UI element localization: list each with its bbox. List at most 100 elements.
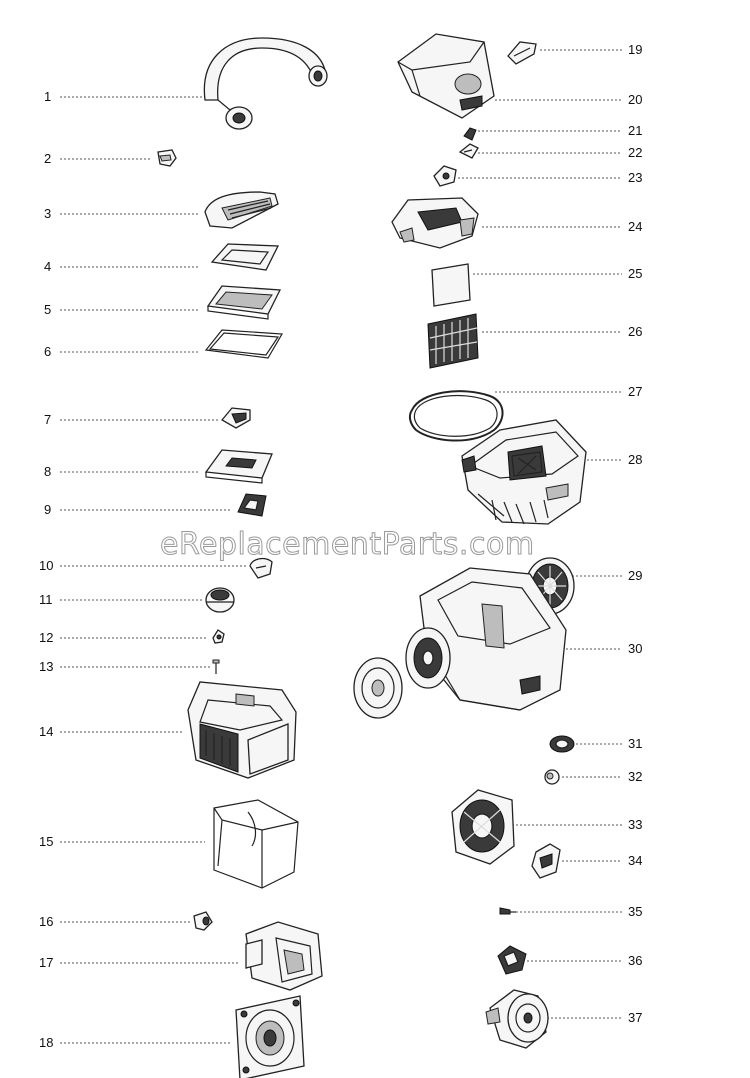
part-35-screw [499,907,516,915]
callout-4[interactable]: 4 [44,259,200,274]
callout-number: 15 [39,834,53,849]
part-37-motor [485,989,549,1049]
watermark-text: eReplacementParts.com [160,527,535,562]
callout-number: 27 [628,384,642,399]
callout-2[interactable]: 2 [44,151,152,166]
callout-7[interactable]: 7 [44,412,218,427]
callout-number: 9 [44,502,51,517]
callout-number: 10 [39,558,53,573]
part-34-bracket [531,843,561,879]
part-33-cord-reel [451,789,515,865]
callout-number: 11 [39,592,53,607]
callout-28[interactable]: 28 [575,452,642,467]
callout-30[interactable]: 30 [562,641,642,656]
callout-number: 13 [39,659,53,674]
callout-8[interactable]: 8 [44,464,200,479]
callout-23[interactable]: 23 [458,170,642,185]
part-1-carry-handle [203,37,328,130]
part-7-latch [221,407,251,429]
callout-10[interactable]: 10 [39,558,248,573]
callout-number: 36 [628,953,642,968]
part-13-screw [212,659,220,674]
callout-number: 34 [628,853,642,868]
part-8-switch-plate [204,449,273,484]
callout-17[interactable]: 17 [39,955,240,970]
callout-number: 25 [628,266,642,281]
part-21-lever [463,127,477,141]
callout-13[interactable]: 13 [39,659,210,674]
callout-15[interactable]: 15 [39,834,205,849]
part-9-switch [237,493,267,517]
callout-37[interactable]: 37 [547,1010,642,1025]
callout-3[interactable]: 3 [44,206,200,221]
part-4-filter-frame [210,243,280,271]
part-24-bag-door [391,197,479,249]
part-31-wheel-bushing [549,735,575,753]
callout-number: 14 [39,724,53,739]
callout-number: 23 [628,170,642,185]
callout-number: 24 [628,219,642,234]
callout-number: 33 [628,817,642,832]
callout-number: 2 [44,151,51,166]
callout-number: 22 [628,145,642,160]
callout-number: 32 [628,769,642,784]
callout-25[interactable]: 25 [473,266,642,281]
part-11-cord-rewind-pedal [205,587,235,613]
callout-11[interactable]: 11 [39,592,204,607]
callout-number: 16 [39,914,53,929]
callout-number: 12 [39,630,53,645]
part-22-spring-clip [458,143,479,159]
part-20-top-cover [397,33,495,119]
callout-12[interactable]: 12 [39,630,208,645]
callout-number: 28 [628,452,642,467]
callout-27[interactable]: 27 [495,384,642,399]
part-6-gasket [204,329,284,359]
part-14-cord-reel-housing [187,681,297,779]
callout-number: 6 [44,344,51,359]
part-18-motor-mount-plate [235,995,305,1078]
callout-9[interactable]: 9 [44,502,232,517]
callout-number: 31 [628,736,642,751]
callout-number: 20 [628,92,642,107]
part-17-motor-filter-housing [245,921,323,991]
callout-34[interactable]: 34 [562,853,642,868]
part-28-dust-compartment [461,419,587,525]
callout-1[interactable]: 1 [44,89,205,104]
callout-29[interactable]: 29 [572,568,642,583]
part-25-pre-filter-pad [431,263,471,307]
part-30-base-chassis [405,567,567,711]
part-32-cap [544,769,560,785]
callout-20[interactable]: 20 [495,92,642,107]
callout-22[interactable]: 22 [478,145,642,160]
callout-number: 30 [628,641,642,656]
callout-33[interactable]: 33 [512,817,642,832]
callout-16[interactable]: 16 [39,914,190,929]
callout-19[interactable]: 19 [540,42,642,57]
callout-21[interactable]: 21 [478,123,642,138]
part-15-bag-holder [213,799,299,889]
callout-26[interactable]: 26 [482,324,642,339]
part-16-cap [193,911,213,931]
callout-31[interactable]: 31 [572,736,642,751]
callout-32[interactable]: 32 [562,769,642,784]
callout-number: 5 [44,302,51,317]
part-36-connector [497,945,527,975]
callout-24[interactable]: 24 [482,219,642,234]
callout-number: 1 [44,89,51,104]
part-3-filter-cover [204,191,279,229]
part-19-clip [507,41,537,65]
callout-36[interactable]: 36 [527,953,642,968]
callout-number: 26 [628,324,642,339]
callout-number: 19 [628,42,642,57]
callout-number: 37 [628,1010,642,1025]
callout-number: 35 [628,904,642,919]
callout-number: 3 [44,206,51,221]
callout-18[interactable]: 18 [39,1035,232,1050]
callout-35[interactable]: 35 [512,904,642,919]
callout-6[interactable]: 6 [44,344,200,359]
callout-14[interactable]: 14 [39,724,183,739]
callout-number: 18 [39,1035,53,1050]
callout-5[interactable]: 5 [44,302,200,317]
front-wheel [353,657,403,719]
